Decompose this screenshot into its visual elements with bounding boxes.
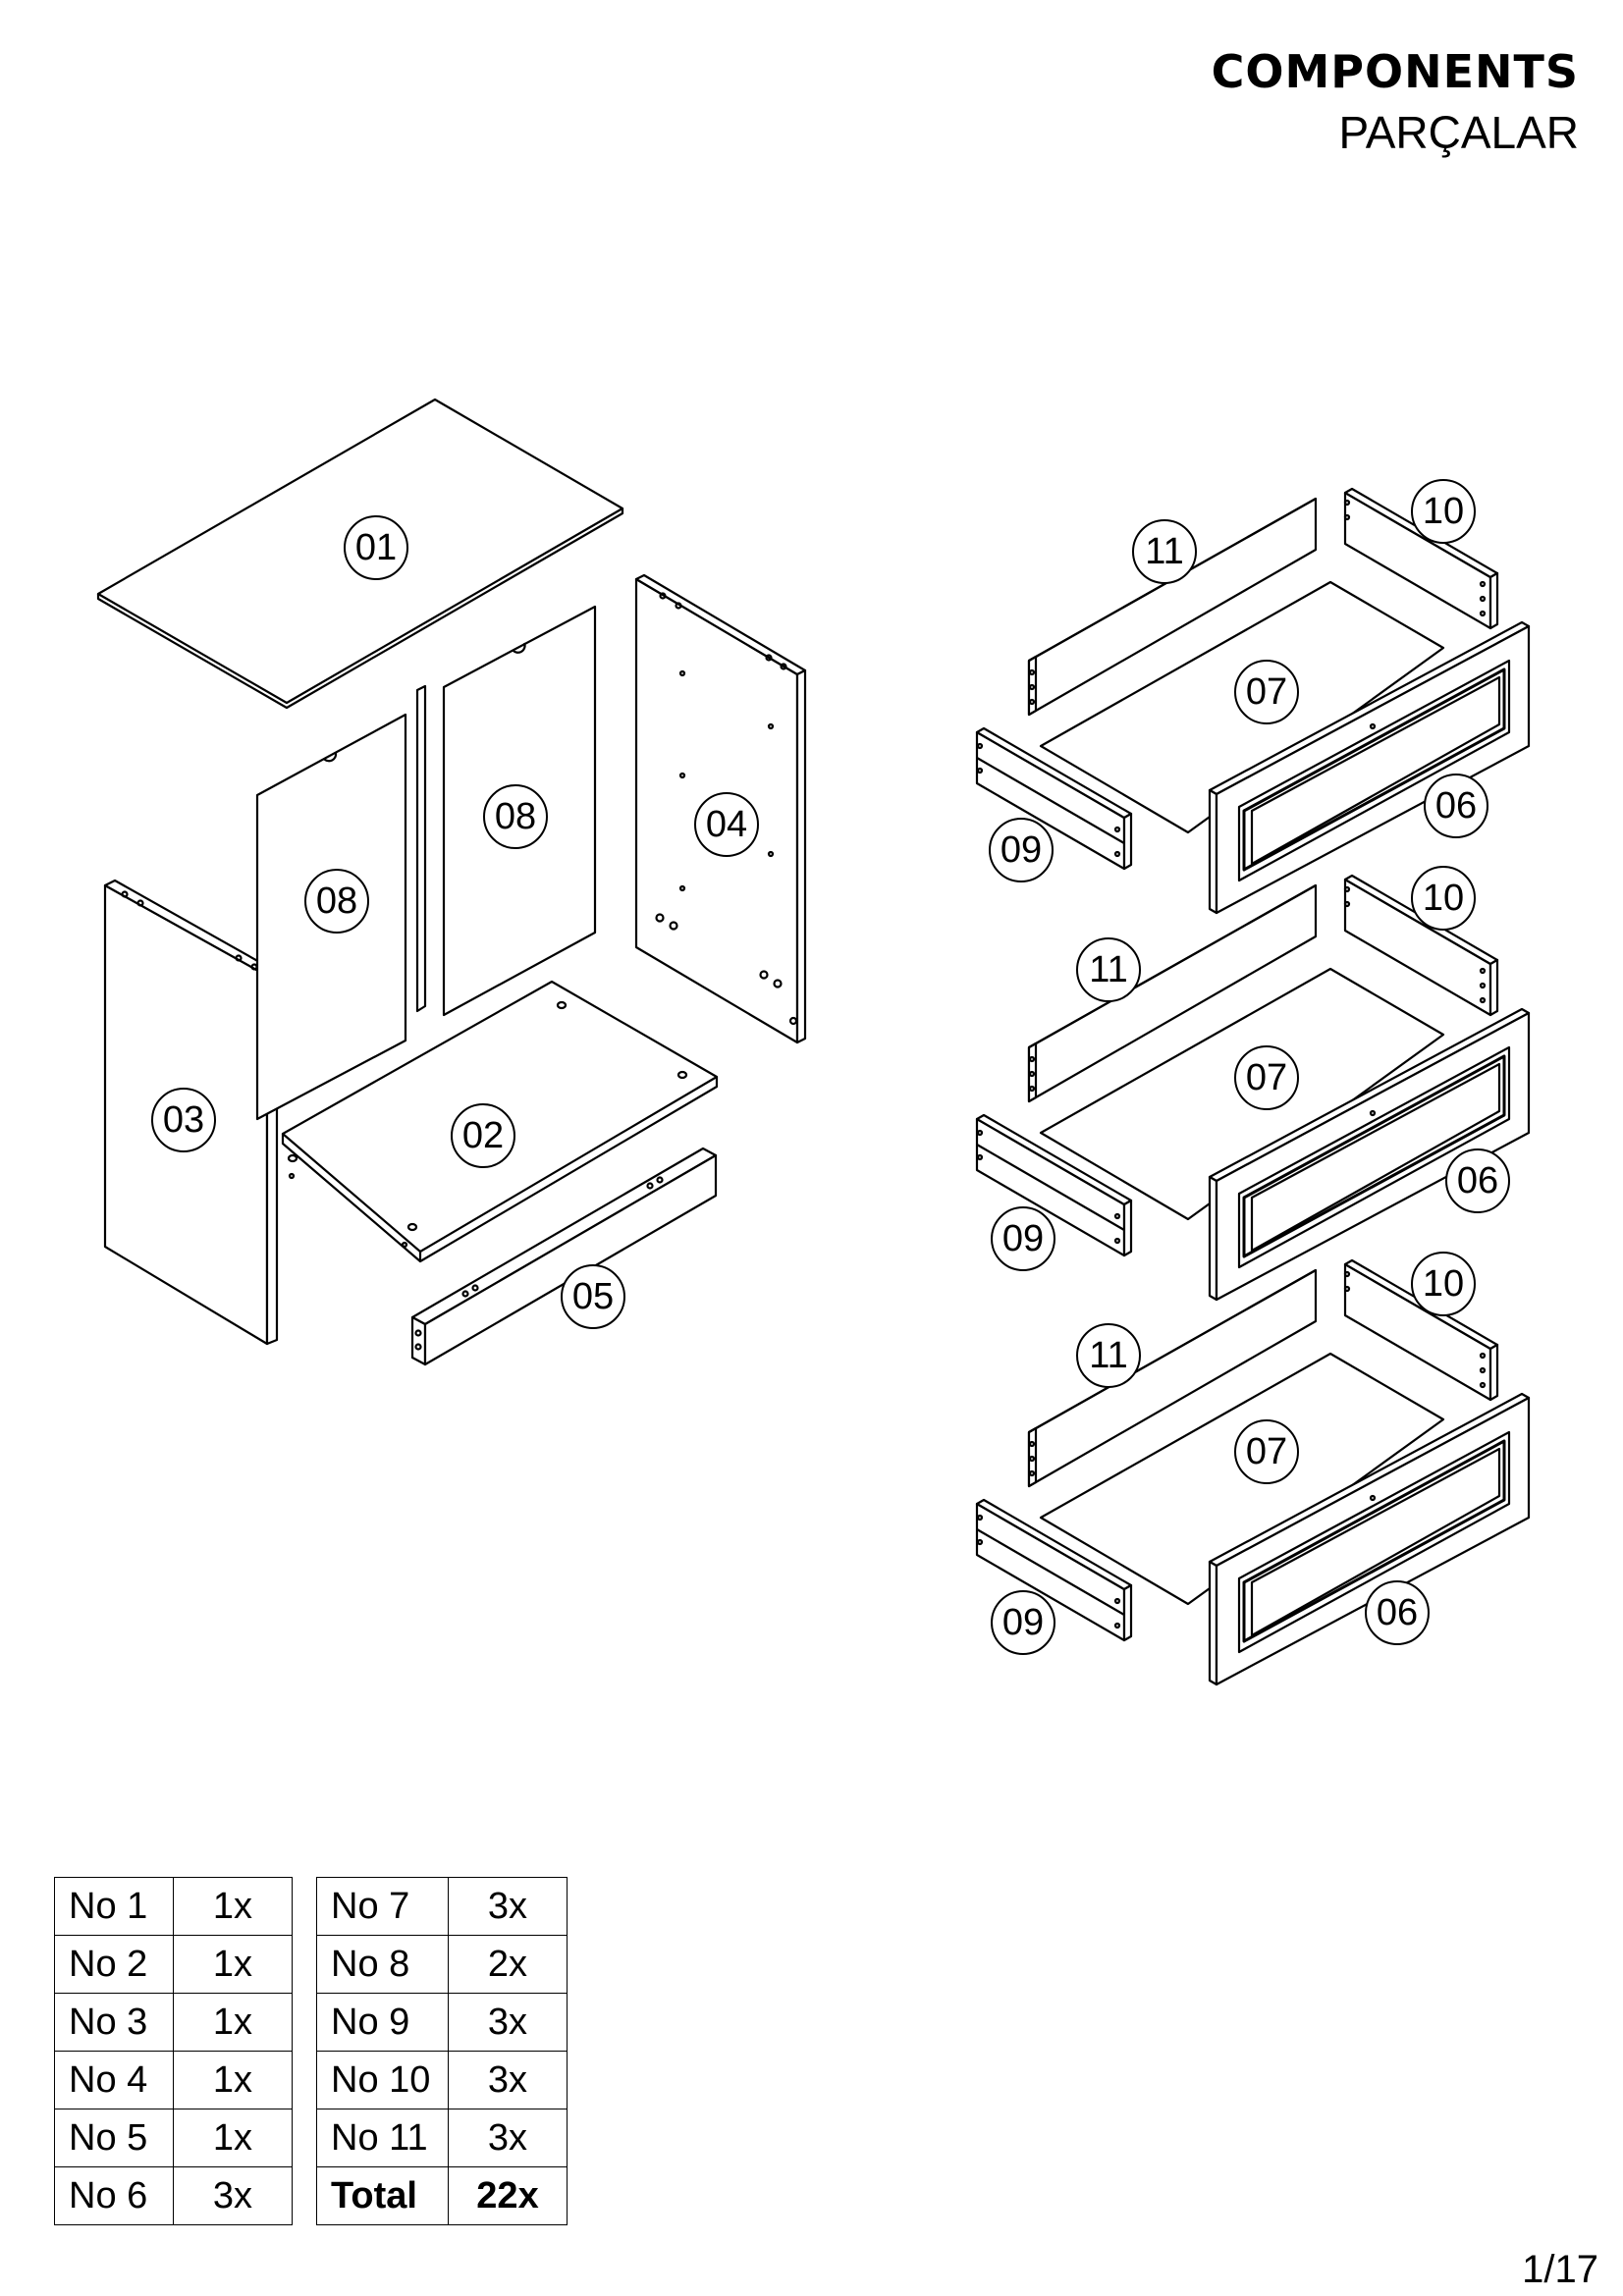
- callout-circle-04: [694, 792, 759, 857]
- part-number: No 1: [54, 1877, 174, 1936]
- callout-07: 07: [1246, 1057, 1287, 1098]
- callout-circle-01: [344, 515, 408, 580]
- callout-09: 09: [1002, 1602, 1044, 1643]
- callout-circle-07b: [1234, 1045, 1299, 1110]
- part-number: No 2: [54, 1935, 174, 1994]
- part-quantity: 1x: [173, 1877, 293, 1936]
- callout-circle-03: [151, 1088, 216, 1152]
- center-divider-strip: [415, 684, 427, 1013]
- part-quantity: 3x: [448, 2051, 568, 2109]
- total-label: Total: [316, 2166, 449, 2225]
- callout-11: 11: [1089, 1335, 1127, 1376]
- part-number: No 3: [54, 1993, 174, 2052]
- part-number: No 7: [316, 1877, 449, 1936]
- callout-circle-06a: [1424, 774, 1488, 838]
- page-title: COMPONENTS: [1211, 45, 1579, 98]
- part-number: No 6: [54, 2166, 174, 2225]
- part-quantity: 1x: [173, 1993, 293, 2052]
- part-number: No 4: [54, 2051, 174, 2109]
- callout-circle-10c: [1411, 1252, 1476, 1316]
- part-number: No 9: [316, 1993, 449, 2052]
- part-quantity: 3x: [448, 1877, 568, 1936]
- part-quantity: 3x: [173, 2166, 293, 2225]
- callout-07: 07: [1246, 1431, 1287, 1472]
- part-quantity: 2x: [448, 1935, 568, 1994]
- part-quantity: 3x: [448, 1993, 568, 2052]
- callout-11: 11: [1145, 531, 1183, 572]
- callout-09: 09: [1001, 829, 1042, 871]
- callout-10: 10: [1423, 878, 1464, 919]
- callout-circle-07c: [1234, 1419, 1299, 1484]
- callout-circle-07a: [1234, 660, 1299, 724]
- callout-circle-11c: [1076, 1323, 1141, 1388]
- part-number: No 11: [316, 2109, 449, 2167]
- callout-07: 07: [1246, 671, 1287, 713]
- callout-circle-06b: [1445, 1148, 1510, 1213]
- callout-circle-10b: [1411, 866, 1476, 931]
- callout-04: 04: [706, 804, 747, 845]
- part-number: No 8: [316, 1935, 449, 1994]
- callout-circle-09b: [991, 1206, 1055, 1271]
- callout-08: 08: [316, 881, 357, 922]
- page-number: 1/17: [1522, 2248, 1598, 2291]
- callout-01: 01: [355, 527, 397, 568]
- callout-circle-10a: [1411, 479, 1476, 544]
- callout-02: 02: [462, 1115, 504, 1156]
- callout-circle-05: [561, 1264, 625, 1329]
- part-05-plinth-rail: [410, 1147, 718, 1366]
- callout-circle-08a: [304, 869, 369, 934]
- part-number: No 5: [54, 2109, 174, 2167]
- callout-06: 06: [1435, 785, 1477, 827]
- part-quantity: 1x: [173, 1935, 293, 1994]
- callout-09: 09: [1002, 1218, 1044, 1259]
- part-quantity: 1x: [173, 2109, 293, 2167]
- callout-circle-09c: [991, 1590, 1055, 1655]
- callout-circle-02: [451, 1103, 515, 1168]
- callout-11: 11: [1089, 949, 1127, 990]
- part-quantity: 1x: [173, 2051, 293, 2109]
- callout-circle-11a: [1132, 519, 1197, 584]
- callout-10: 10: [1423, 491, 1464, 532]
- total-quantity: 22x: [448, 2166, 568, 2225]
- callout-10: 10: [1423, 1263, 1464, 1305]
- page-subtitle: PARÇALAR: [1338, 107, 1579, 158]
- callout-08: 08: [495, 796, 536, 837]
- callout-05: 05: [572, 1276, 614, 1317]
- callout-03: 03: [163, 1099, 204, 1141]
- callout-06: 06: [1457, 1160, 1498, 1201]
- callout-circle-06c: [1365, 1580, 1430, 1645]
- callout-circle-08b: [483, 784, 548, 849]
- callout-circle-11b: [1076, 937, 1141, 1002]
- callout-06: 06: [1377, 1592, 1418, 1633]
- part-quantity: 3x: [448, 2109, 568, 2167]
- part-number: No 10: [316, 2051, 449, 2109]
- callout-circle-09a: [989, 818, 1054, 882]
